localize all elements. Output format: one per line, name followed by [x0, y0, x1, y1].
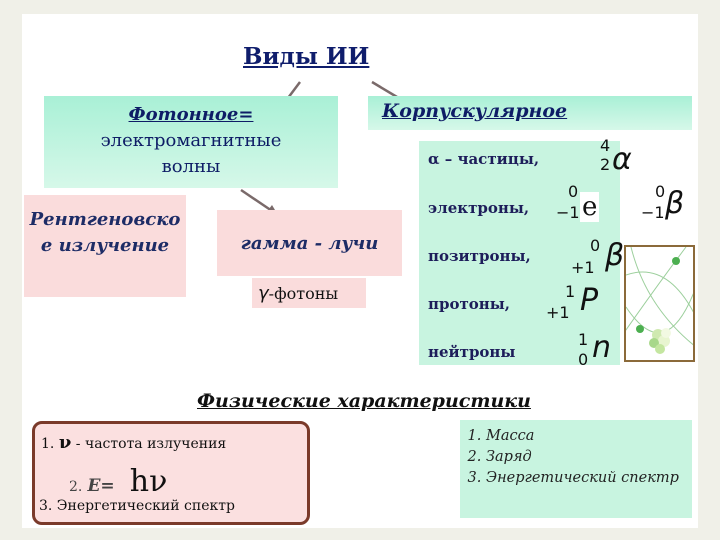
gamma-label: гамма - лучи [240, 232, 379, 254]
electron-e-mass: 0 [568, 182, 579, 201]
proton-symbol: P [580, 283, 599, 318]
corpuscular-characteristics-box: Масса Заряд Энергетический спектр [460, 420, 692, 518]
corpuscular-body [419, 141, 620, 365]
list-item: Заряд [486, 447, 692, 468]
electron-e-charge: −1 [556, 203, 580, 222]
photon-characteristics-box: 1. ν - частота излучения 2. E= hν 3. Эне… [32, 421, 310, 525]
xray-box: Рентгеновско е излучение [24, 195, 186, 297]
photon-line2: электромагнитные [100, 130, 282, 151]
gamma-box: гамма - лучи [217, 210, 402, 276]
positron-charge: +1 [571, 258, 595, 277]
alpha-symbol: α [612, 142, 632, 177]
energy-label: E= [87, 476, 115, 496]
physics-heading: Физические характеристики [197, 390, 531, 412]
line-title-photon [287, 81, 301, 99]
alpha-mass: 4 [600, 136, 611, 155]
electron-b-charge: −1 [641, 203, 665, 222]
xray-line1: Рентгеновско [29, 209, 181, 230]
alpha-label: α – частицы, [428, 150, 540, 168]
photons-text: -фотоны [268, 283, 339, 303]
page-title: Виды ИИ [243, 43, 370, 70]
electron-b-mass: 0 [655, 182, 666, 201]
energy-formula: hν [129, 464, 168, 499]
proton-mass: 1 [565, 282, 576, 301]
protons-label: протоны, [428, 295, 511, 313]
electron-b-symbol: β [665, 186, 685, 221]
photons-box: γ -фотоны [252, 278, 366, 308]
freq-num: 1. [41, 436, 55, 452]
neutron-charge: 0 [578, 350, 589, 369]
neutron-mass: 1 [578, 330, 589, 349]
proton-charge: +1 [546, 303, 570, 322]
spectrum-item: 3. Энергетический спектр [39, 498, 235, 514]
corpuscular-header: Корпускулярное [368, 96, 692, 130]
positron-symbol: β [605, 238, 625, 273]
electron-e-symbol: e [580, 192, 600, 222]
positrons-label: позитроны, [428, 247, 531, 265]
electrons-label: электроны, [428, 199, 530, 217]
line-title-corp [371, 80, 398, 99]
photon-line3: волны [161, 156, 221, 177]
positron-mass: 0 [590, 236, 601, 255]
alpha-charge: 2 [600, 155, 611, 174]
freq-text: - частота излучения [75, 436, 227, 452]
list-item: Энергетический спектр [486, 468, 692, 489]
energy-num: 2. [69, 479, 83, 495]
nu-symbol: ν [58, 432, 72, 453]
list-item: Масса [486, 426, 692, 447]
neutrons-label: нейтроны [428, 343, 516, 361]
corp-list: Масса Заряд Энергетический спектр [460, 426, 692, 489]
photon-title: Фотонное= [128, 104, 254, 125]
atom-illustration [620, 245, 697, 362]
atom-orbits-icon [620, 246, 697, 354]
photon-box: Фотонное= электромагнитные волны [44, 96, 338, 188]
gamma-symbol: γ [258, 282, 269, 304]
freq-item: 1. ν - частота излучения [41, 432, 226, 453]
neutron-symbol: n [592, 330, 612, 365]
corpuscular-title: Корпускулярное [382, 100, 568, 122]
energy-item: 2. E= hν [69, 464, 167, 499]
xray-line2: е излучение [40, 235, 170, 256]
